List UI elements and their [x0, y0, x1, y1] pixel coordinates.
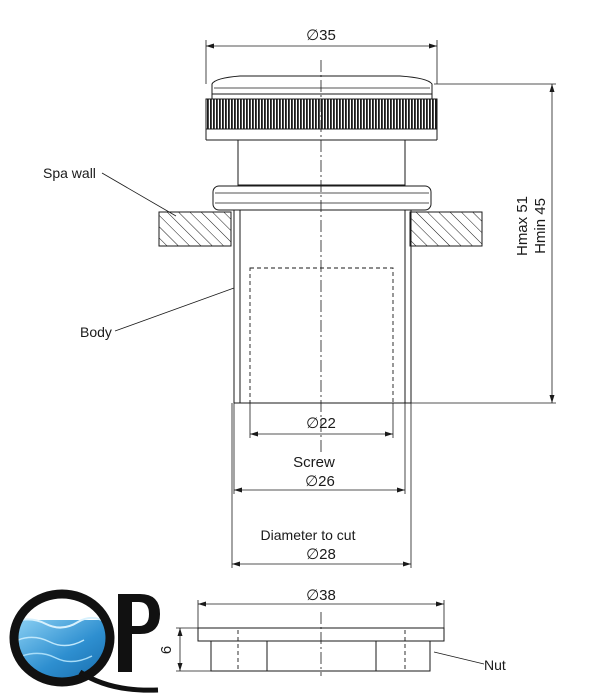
body-callout: Body [80, 287, 235, 340]
dimension-d26-text: ∅26 [305, 473, 335, 490]
logo-text: QP [70, 681, 72, 683]
dimension-d26: Screw ∅26 [234, 454, 405, 493]
nut-body [210, 640, 431, 672]
cap [205, 75, 438, 186]
screw-label: Screw [293, 454, 335, 471]
dimension-d28-text: ∅28 [306, 546, 336, 563]
logo-p [118, 594, 160, 672]
body-outline [233, 210, 412, 404]
nut: ∅38 6 Nut [158, 587, 506, 673]
dimension-d22: ∅22 [250, 415, 393, 437]
spa-wall-left [158, 211, 232, 247]
dimension-d28: Diameter to cut ∅28 [232, 527, 411, 567]
dimension-hmax-text: Hmax 51 [514, 196, 531, 256]
nut-leader [433, 651, 485, 665]
screw-hidden-outline [249, 267, 394, 404]
dimension-hmin-text: Hmin 45 [532, 198, 549, 254]
dimension-d22-text: ∅22 [306, 415, 336, 432]
qp-logo: QP [9, 589, 160, 693]
dimension-d35-text: ∅35 [306, 27, 336, 44]
nut-label: Nut [484, 657, 506, 673]
dimension-height: Hmax 51 Hmin 45 [411, 83, 556, 404]
dimension-d35: ∅35 [205, 27, 438, 84]
spa-wall-callout: Spa wall [43, 165, 177, 217]
body-label: Body [80, 324, 112, 340]
knurled-ring [206, 99, 437, 129]
spa-wall-right [409, 211, 483, 247]
spa-wall-label: Spa wall [43, 165, 96, 181]
dimension-d38-text: ∅38 [306, 587, 336, 604]
flange [212, 185, 432, 211]
diameter-to-cut-label: Diameter to cut [261, 527, 356, 543]
dimension-h6-text: 6 [158, 646, 175, 654]
